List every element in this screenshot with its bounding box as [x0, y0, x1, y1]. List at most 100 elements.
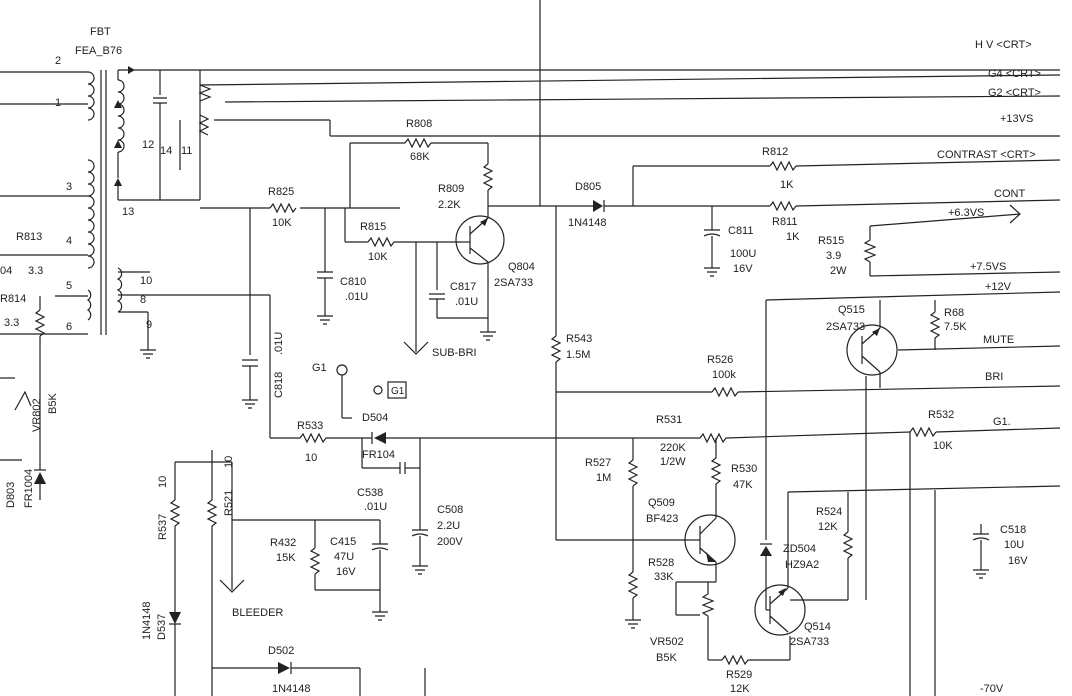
pin-3: 3: [66, 181, 72, 193]
q804-val: 2SA733: [494, 277, 533, 289]
r527-ref: R527: [585, 457, 611, 469]
g1-box-label: G1: [391, 386, 405, 397]
c508-val: 2.2U: [437, 520, 460, 532]
contrast-section: [530, 0, 1061, 530]
r812-val: 1K: [780, 179, 794, 191]
d803-val: FR1004: [23, 469, 35, 508]
vr802-val: B5K: [47, 393, 59, 414]
c810-val: .01U: [345, 291, 368, 303]
zd504-val: HZ9A2: [785, 559, 819, 571]
vr502-ref: VR502: [650, 636, 684, 648]
hv-section: [118, 66, 1061, 209]
net-12v: +12V: [985, 281, 1012, 293]
fbt-model: FEA_B76: [75, 45, 122, 57]
net-contrast: CONTRAST <CRT>: [937, 149, 1036, 161]
net-bri: BRI: [985, 371, 1003, 383]
r813-val-left: 04: [0, 265, 12, 277]
pin-10: 10: [140, 275, 152, 287]
net-hv: H V <CRT>: [975, 39, 1032, 51]
r515-val: 3.9: [826, 250, 841, 262]
c811-ref: C811: [728, 225, 753, 237]
d502-ref: D502: [268, 645, 294, 657]
d537-val: 1N4148: [141, 601, 153, 640]
r825-ref: R825: [268, 186, 294, 198]
r524-ref: R524: [816, 506, 842, 518]
r814-val: 3.3: [4, 317, 19, 329]
net-13vs: +13VS: [1000, 113, 1033, 125]
r532-ref: R532: [928, 409, 954, 421]
q515-section: [556, 300, 1061, 600]
c818-ref: C818: [273, 372, 285, 398]
r537-val: 10: [157, 476, 169, 488]
g1-section: [420, 206, 1061, 696]
c415-volt: 16V: [336, 566, 356, 578]
q514-ref: Q514: [804, 621, 831, 633]
zd504-ref: ZD504: [783, 543, 816, 555]
r526-ref: R526: [707, 354, 733, 366]
r531-watt: 1/2W: [660, 456, 686, 468]
d805-val: 1N4148: [568, 217, 607, 229]
r432-ref: R432: [270, 537, 296, 549]
pin-9: 9: [146, 319, 152, 331]
net-g2: G2 <CRT>: [988, 87, 1041, 99]
net-mute: MUTE: [983, 334, 1014, 346]
c538-ref: C538: [357, 487, 383, 499]
q804-ref: Q804: [508, 261, 535, 273]
r521-val: 10: [223, 456, 235, 468]
c508-volt: 200V: [437, 536, 463, 548]
c518-ref: C518: [1000, 524, 1026, 536]
r531-ref: R531: [656, 414, 682, 426]
r811-val: 1K: [786, 231, 800, 243]
d502-val: 1N4148: [272, 683, 311, 695]
d537-ref: D537: [156, 614, 168, 640]
pin-14: 14: [160, 145, 172, 157]
vr802-ref: VR802: [31, 398, 43, 432]
net-70v: -70V: [980, 683, 1004, 695]
r530-ref: R530: [731, 463, 757, 475]
d803-ref: D803: [5, 482, 17, 508]
net-7v5: +7.5VS: [970, 261, 1006, 273]
r813-val: 3.3: [28, 265, 43, 277]
q509-val: BF423: [646, 513, 678, 525]
r529-val: 12K: [730, 683, 750, 695]
net-g1-right: G1.: [993, 416, 1011, 428]
r809-val: 2.2K: [438, 199, 461, 211]
net-cont: CONT: [994, 188, 1025, 200]
r808-val: 68K: [410, 151, 430, 163]
c817-val: .01U: [455, 296, 478, 308]
q515-val: 2SA733: [826, 321, 865, 333]
r809-ref: R809: [438, 183, 464, 195]
r515-ref: R515: [818, 235, 844, 247]
r811-ref: R811: [772, 216, 797, 228]
r68-val: 7.5K: [944, 321, 967, 333]
r812-ref: R812: [762, 146, 788, 158]
net-sub-bri: SUB-BRI: [432, 347, 477, 359]
vr502-val: B5K: [656, 652, 677, 664]
d504-val: FR104: [362, 449, 395, 461]
r537-ref: R537: [157, 514, 169, 540]
r526-val: 100k: [712, 369, 736, 381]
c415-val: 47U: [334, 551, 354, 563]
r68-ref: R68: [944, 307, 964, 319]
r528-ref: R528: [648, 557, 674, 569]
r532-val: 10K: [933, 440, 953, 452]
net-6v3: +6.3VS: [948, 207, 984, 219]
c811-val: 100U: [730, 248, 756, 260]
r521-ref: R521: [223, 490, 235, 516]
pin-5: 5: [66, 280, 72, 292]
d504-section: [0, 208, 429, 696]
q514-val: 2SA733: [790, 636, 829, 648]
c818-val: .01U: [273, 332, 285, 355]
r533-val: 10: [305, 452, 317, 464]
d504-ref: D504: [362, 412, 388, 424]
pin-1: 1: [55, 97, 61, 109]
q515-ref: Q515: [838, 304, 865, 316]
pin-2: 2: [55, 55, 61, 67]
c518-val: 10U: [1004, 539, 1024, 551]
net-bleeder: BLEEDER: [232, 607, 283, 619]
r528-val: 33K: [654, 571, 674, 583]
r543-val: 1.5M: [566, 349, 590, 361]
c810-ref: C810: [340, 276, 366, 288]
r530-val: 47K: [733, 479, 753, 491]
